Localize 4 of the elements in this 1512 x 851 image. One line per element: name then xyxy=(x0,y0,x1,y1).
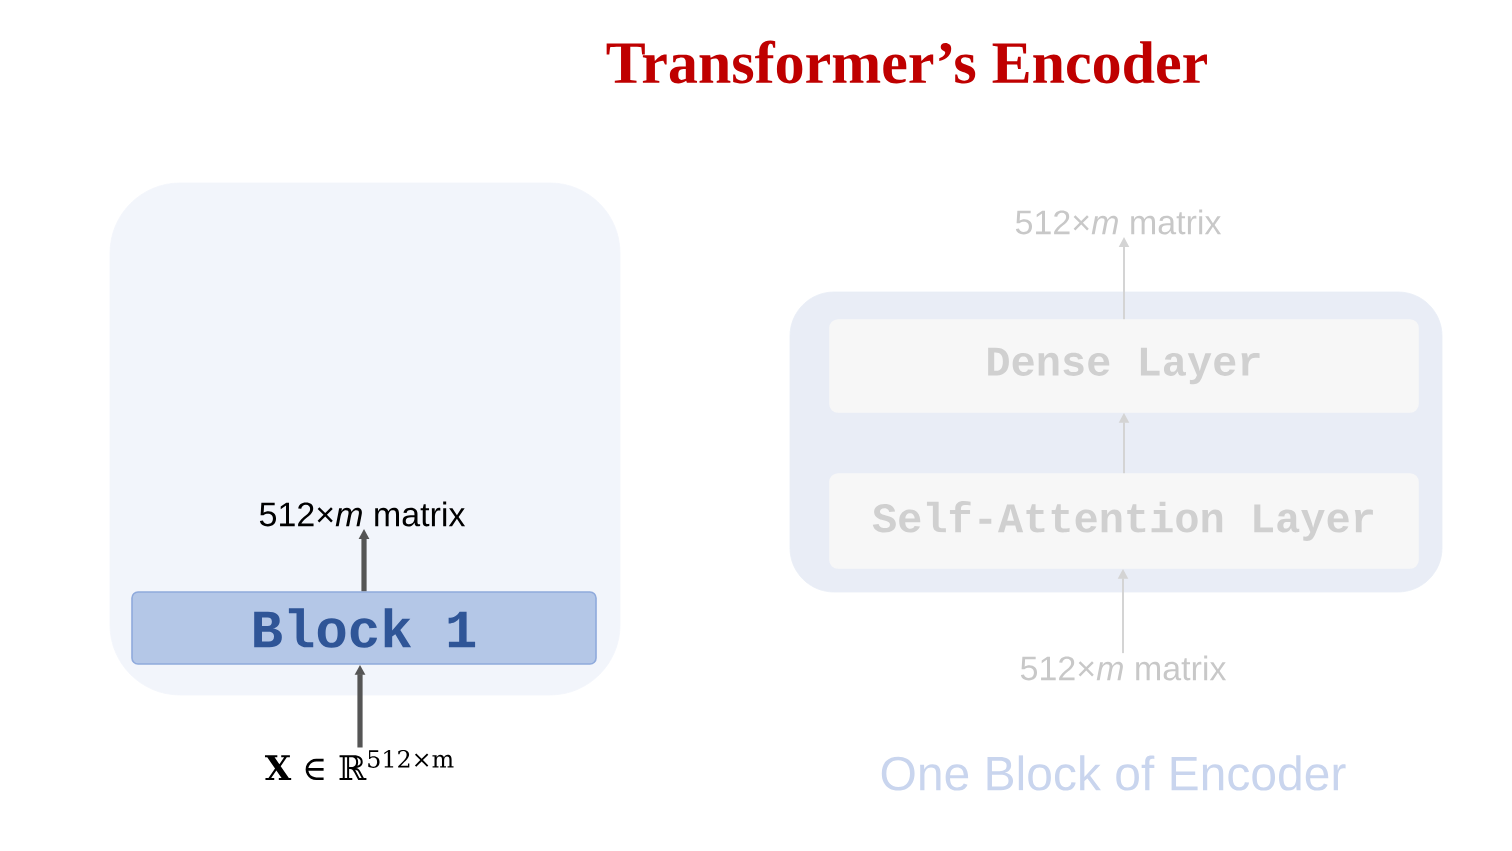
block-box: Block 1 xyxy=(131,591,597,665)
matrix-label: 512×m matrix xyxy=(259,501,466,527)
input-formula: X ∈ ℝ$^{512×m}$ xyxy=(265,749,454,781)
title: Transformer’s Encoder xyxy=(606,40,1207,84)
